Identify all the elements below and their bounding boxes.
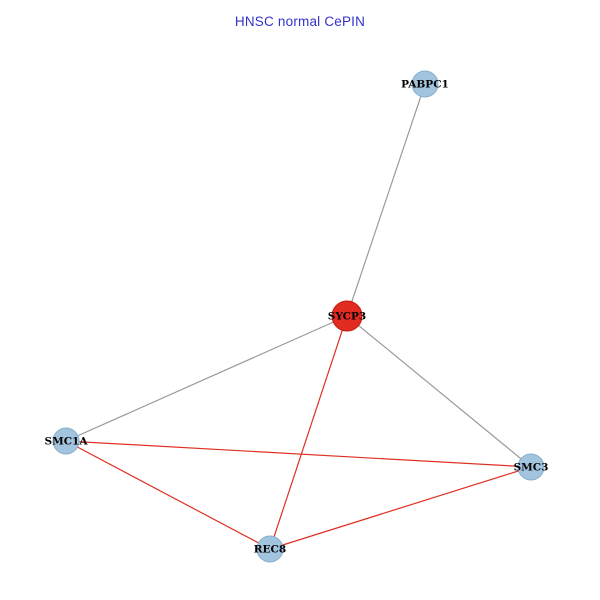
edge-SMC1A-SMC3 (65, 440, 532, 468)
edge-SMC1A-REC8 (65, 440, 271, 550)
edge-REC8-SYCP3 (269, 315, 348, 550)
edge-PABPC1-SYCP3 (346, 83, 426, 317)
chart-title: HNSC normal CePIN (234, 14, 366, 29)
node-REC8: REC8 (254, 535, 286, 563)
node-circle-SMC3 (517, 453, 545, 481)
node-label-SMC3: SMC3 (514, 462, 549, 474)
node-circle-SMC1A (52, 427, 80, 455)
node-label-SYCP3: SYCP3 (328, 311, 366, 323)
node-SMC3: SMC3 (514, 453, 549, 481)
node-circle-REC8 (256, 535, 284, 563)
edge-SMC1A-SYCP3 (65, 315, 348, 442)
node-label-SMC1A: SMC1A (44, 436, 88, 448)
node-circle-PABPC1 (411, 70, 439, 98)
node-label-REC8: REC8 (254, 544, 286, 556)
edge-REC8-SMC3 (269, 466, 532, 550)
node-SMC1A: SMC1A (44, 427, 88, 455)
node-label-PABPC1: PABPC1 (401, 79, 449, 91)
edge-SMC3-SYCP3 (346, 315, 532, 468)
node-PABPC1: PABPC1 (401, 70, 449, 98)
node-circle-SYCP3 (331, 300, 363, 332)
node-SYCP3: SYCP3 (328, 300, 366, 332)
